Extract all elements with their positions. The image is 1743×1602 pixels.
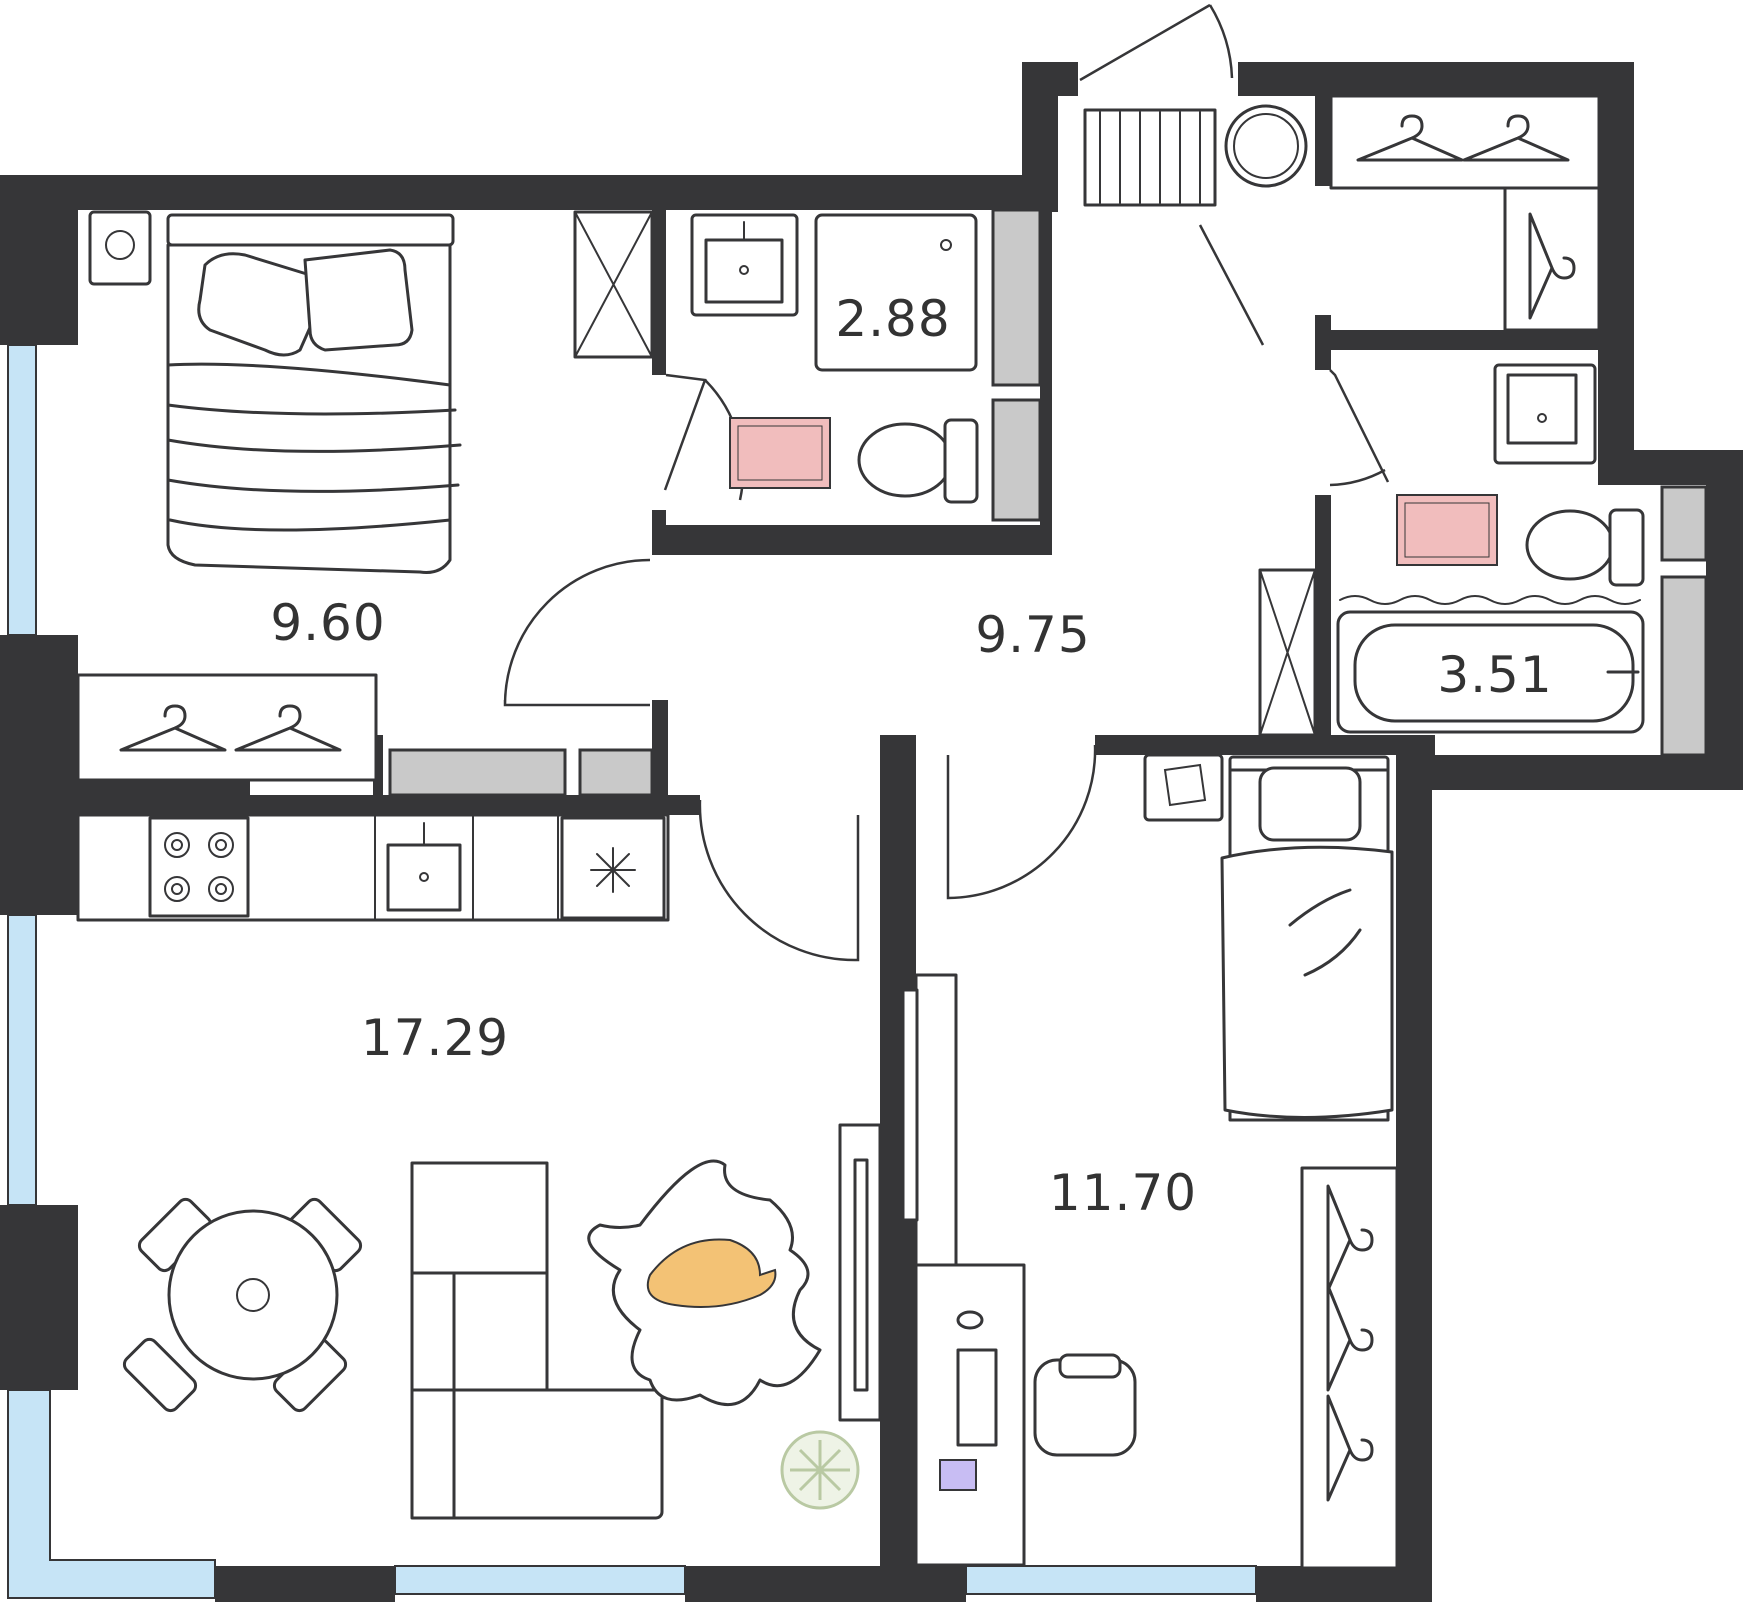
area-label-bedroom: 9.60 (270, 594, 385, 652)
door-kitchen (698, 799, 860, 962)
hanger-icon (234, 704, 342, 752)
bath-top-fixtures (573, 210, 979, 504)
desk-icon (914, 1263, 1026, 1567)
area-label-second-bedroom: 11.70 (1049, 1164, 1197, 1222)
fridge-icon (560, 816, 666, 920)
window-bedroom (7, 344, 37, 636)
door-bedroom (503, 558, 651, 707)
shower-tray (814, 213, 978, 372)
area-label-kitchen-living: 17.29 (361, 1009, 509, 1067)
sink-icon-3 (386, 822, 462, 912)
plant-icon (780, 1430, 860, 1510)
door-wardrobe (1198, 224, 1265, 346)
shower-icon-2 (1258, 568, 1317, 737)
windows (7, 344, 1257, 1599)
hanger-icon (1356, 114, 1464, 162)
walls (0, 62, 1743, 1602)
hanger-icon (1528, 212, 1576, 320)
wardrobe-hall (1329, 94, 1601, 332)
office-chair-icon (1033, 1353, 1137, 1457)
columns (388, 208, 1708, 797)
window-second-bedroom (965, 1565, 1257, 1595)
double-bed-icon (166, 213, 462, 574)
shower-icon (573, 210, 654, 359)
sofa-icon (410, 1161, 664, 1520)
rug-icon (729, 417, 831, 489)
second-bedroom-furniture (901, 753, 1399, 1570)
toilet-icon-2 (1525, 508, 1645, 587)
sink-icon (690, 213, 799, 317)
area-label-hallway: 9.75 (975, 606, 1090, 664)
nightstand (88, 210, 152, 286)
nightstand-2 (1143, 753, 1224, 822)
door-bath-right (1329, 369, 1390, 487)
tv-stand (901, 973, 958, 1267)
window-living-left (7, 914, 37, 1206)
bathtub-icon (1336, 610, 1645, 734)
area-labels: 9.60 2.88 9.75 3.51 17.29 11.70 (270, 290, 1552, 1222)
hanger-icon (1462, 114, 1570, 162)
toilet-icon (857, 418, 979, 504)
bath-right-fixtures (1336, 363, 1645, 734)
window-living-corner (7, 1389, 216, 1599)
hallway-fixtures (1083, 94, 1601, 737)
door-second-bedroom (946, 744, 1097, 900)
wardrobe-second-bedroom (1300, 1166, 1399, 1570)
bedroom-furniture (76, 210, 462, 782)
hanger-icon (1326, 1184, 1374, 1292)
dining-table-icon (122, 1197, 363, 1413)
washing-machine-icon (1224, 104, 1308, 188)
door-mat (1083, 108, 1217, 207)
tv-icon (838, 1123, 882, 1422)
area-label-bathroom-top: 2.88 (835, 290, 950, 348)
hangers (119, 114, 1576, 1502)
hanger-icon (1326, 1394, 1374, 1502)
rug-icon-2 (1396, 494, 1498, 566)
hanger-icon (1326, 1284, 1374, 1392)
wardrobe-bedroom (76, 673, 378, 782)
hob-icon (148, 816, 250, 918)
sink-icon-2 (1493, 363, 1597, 465)
dog-icon (646, 1238, 777, 1309)
door-entrance (1079, 3, 1234, 82)
single-bed-icon (1220, 755, 1394, 1122)
area-label-bathroom-right: 3.51 (1437, 646, 1552, 704)
kitchen-living-furniture (76, 813, 882, 1520)
window-living-bottom (394, 1565, 686, 1595)
hanger-icon (119, 704, 227, 752)
